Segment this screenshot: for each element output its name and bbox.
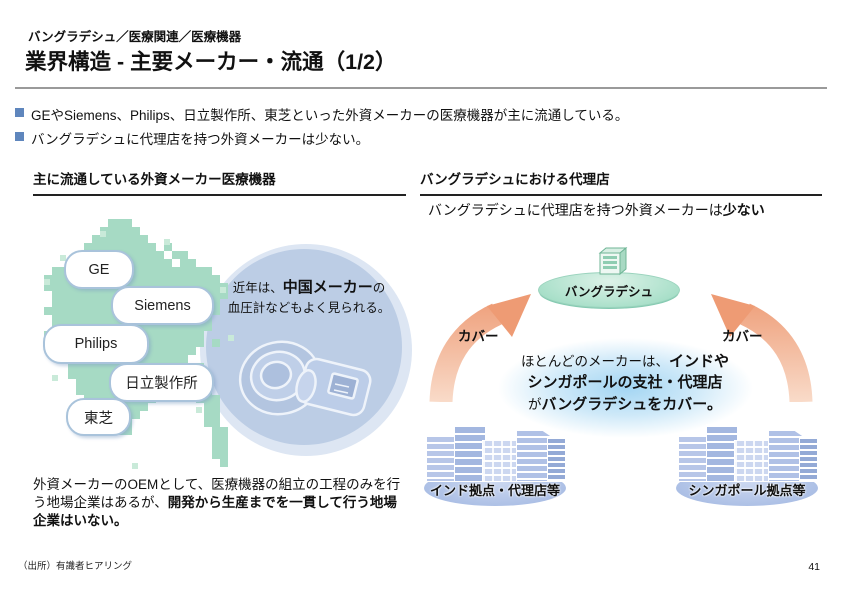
city-buildings-icon	[678, 424, 818, 482]
singapore-node-label: シンガポール拠点等	[688, 483, 806, 498]
blood-pressure-monitor-icon	[238, 340, 372, 417]
maker-label: 東芝	[84, 410, 113, 427]
maker-pill-toshiba: 東芝	[66, 398, 131, 436]
center-note-l2-bold: シンガポールの支社・代理店	[527, 374, 723, 392]
small-building-icon	[598, 247, 628, 276]
maker-label: Siemens	[134, 297, 191, 314]
china-note: 近年は、中国メーカーの 血圧計などもよく見られる。	[224, 277, 394, 317]
right-panel-subtitle: バングラデシュに代理店を持つ外資メーカーは少ない	[428, 200, 765, 220]
india-node: インド拠点・代理店等	[424, 424, 569, 512]
maker-pill-philips: Philips	[43, 324, 149, 364]
city-buildings-icon	[426, 424, 566, 482]
cover-arrow-right	[711, 294, 813, 402]
bullet-square-icon	[15, 108, 24, 117]
left-panel-heading: 主に流通している外資メーカー医療機器	[33, 168, 406, 196]
page-number: 41	[808, 561, 820, 573]
maker-pill-ge: GE	[64, 250, 134, 289]
oem-note-normal: 外資メーカーのOEMとして、医療機器の組立の工程のみを行う地場企業はあるが、	[33, 477, 401, 511]
china-note-normal: 近年は、	[232, 281, 283, 295]
maker-pill-siemens: Siemens	[111, 286, 214, 325]
center-note-l3-bold: バングラデシュをカバー。	[541, 395, 723, 413]
subtitle-bold: 少ない	[722, 202, 765, 218]
page-title: 業界構造 - 主要メーカー・流通（1/2）	[25, 50, 397, 74]
china-note-bold: 中国メーカー	[282, 279, 373, 296]
summary-bullet-1: GEやSiemens、Philips、日立製作所、東芝といった外資メーカーの医療…	[15, 104, 628, 124]
subtitle-normal: バングラデシュに代理店を持つ外資メーカーは	[428, 202, 723, 218]
bullet-text: バングラデシュに代理店を持つ外資メーカーは少ない。	[31, 132, 370, 147]
oem-note: 外資メーカーのOEMとして、医療機器の組立の工程のみを行う地場企業はあるが、開発…	[33, 476, 405, 531]
center-note-l1-bold: インドや	[669, 353, 730, 370]
summary-bullet-2: バングラデシュに代理店を持つ外資メーカーは少ない。	[15, 128, 369, 148]
bullet-square-icon	[15, 132, 24, 141]
bangladesh-node-label: バングラデシュ	[564, 284, 654, 299]
source-note: （出所）有識者ヒアリング	[18, 561, 133, 572]
bullet-text: GEやSiemens、Philips、日立製作所、東芝といった外資メーカーの医療…	[31, 108, 629, 123]
china-note-tail: の	[372, 281, 386, 295]
china-note-line2: 血圧計などもよく見られる。	[227, 300, 391, 315]
center-note-l3-normal: が	[527, 396, 542, 412]
center-note-l1-normal: ほとんどのメーカーは、	[520, 354, 670, 369]
breadcrumb: バングラデシュ／医療関連／医療機器	[28, 30, 242, 44]
right-panel-heading: バングラデシュにおける代理店	[420, 168, 822, 196]
maker-pill-hitachi: 日立製作所	[109, 363, 214, 402]
maker-label: GE	[88, 261, 110, 278]
cover-label-right: カバー	[722, 329, 763, 344]
center-note-glow	[498, 338, 753, 438]
singapore-node: シンガポール拠点等	[676, 424, 821, 512]
cover-label-left: カバー	[458, 329, 499, 344]
center-note: ほとんどのメーカーは、インドや シンガポールの支社・代理店 がバングラデシュをカ…	[500, 351, 750, 415]
maker-label: Philips	[74, 336, 118, 352]
oem-note-bold: 開発から生産までを一貫して行う地場企業はいない。	[33, 495, 397, 529]
title-divider	[15, 87, 827, 89]
india-node-label: インド拠点・代理店等	[429, 483, 560, 498]
maker-label: 日立製作所	[125, 376, 198, 392]
cover-arrow-left	[429, 294, 531, 402]
